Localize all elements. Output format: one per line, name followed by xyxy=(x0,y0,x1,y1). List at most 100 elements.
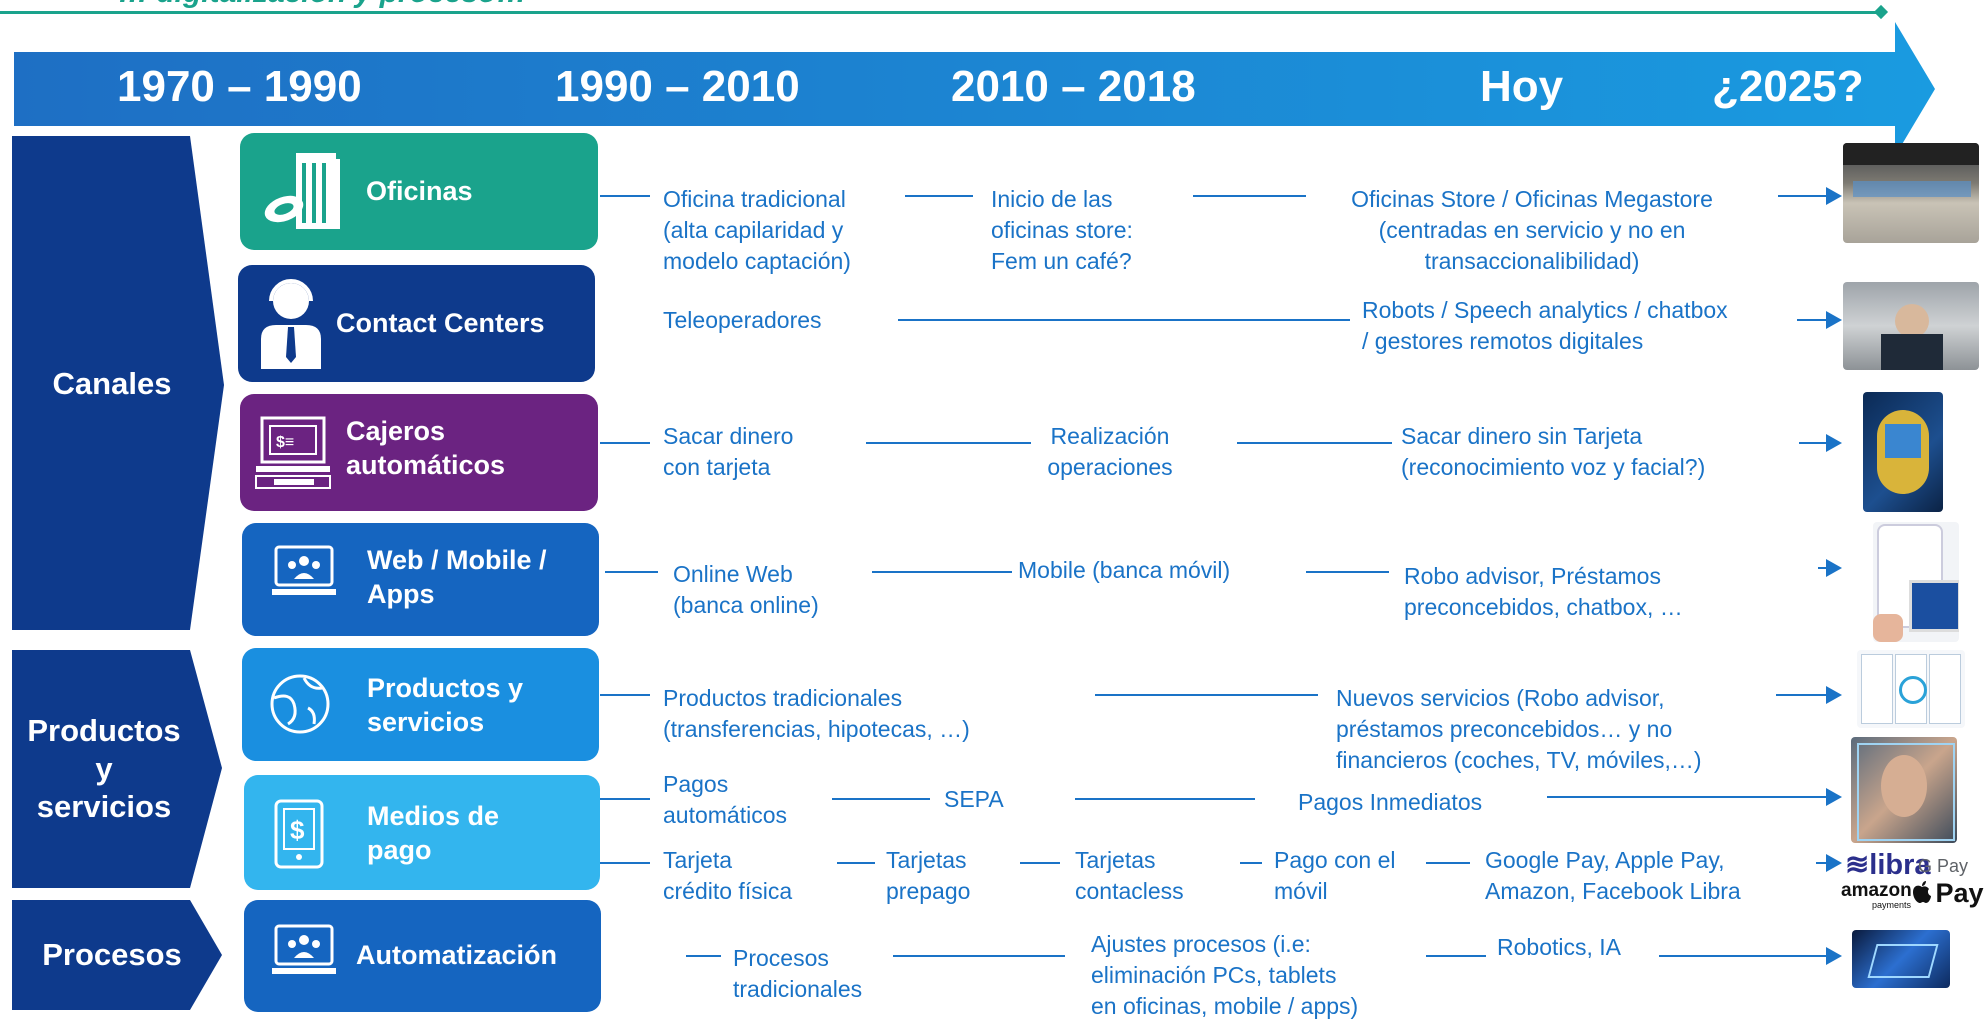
connector xyxy=(832,798,930,800)
amazon-pay-sub: payments xyxy=(1872,900,1912,910)
row-oficinas: Oficinas xyxy=(240,133,598,250)
row-productos-label: Productos y servicios xyxy=(367,673,524,737)
row-web-label: Web / Mobile / Apps xyxy=(367,545,547,609)
productos-col3: Nuevos servicios (Robo advisor, préstamo… xyxy=(1336,685,1702,773)
row-medios-pago: $ Medios de pago xyxy=(244,775,600,890)
connector xyxy=(600,798,650,800)
laptop-users-icon xyxy=(272,924,336,974)
connector xyxy=(866,442,1031,444)
connector xyxy=(686,955,721,957)
web-col1: Online Web (banca online) xyxy=(673,561,819,618)
connector xyxy=(1799,442,1832,444)
connector xyxy=(1240,862,1262,864)
cajeros-col1: Sacar dinero con tarjeta xyxy=(663,423,794,480)
arrow-head xyxy=(1826,559,1842,577)
contact-col1: Teleoperadores xyxy=(663,307,822,333)
connector xyxy=(1776,694,1832,696)
automat-col2: Ajustes procesos (i.e: eliminación PCs, … xyxy=(1091,931,1359,1019)
medios-a1: Pagos automáticos xyxy=(663,771,788,828)
timeline-arrow xyxy=(14,22,1935,156)
connector xyxy=(1816,862,1832,864)
app-screens-photo xyxy=(1857,650,1965,728)
connector xyxy=(837,862,875,864)
connector xyxy=(872,571,1012,573)
connector xyxy=(1193,195,1306,197)
svg-text:$: $ xyxy=(290,815,305,845)
connector xyxy=(1095,694,1318,696)
connector xyxy=(905,195,973,197)
medios-a2: SEPA xyxy=(944,786,1004,812)
connector xyxy=(1426,955,1486,957)
cajeros-col2: Realización operaciones xyxy=(1047,423,1173,480)
amazon-pay-logo: amazon xyxy=(1841,880,1912,901)
medios-b3: Tarjetas contacless xyxy=(1075,847,1184,904)
apple-pay-logo: Pay xyxy=(1928,878,1984,908)
web-col2: Mobile (banca móvil) xyxy=(1018,557,1231,583)
automat-col1: Procesos tradicionales xyxy=(733,945,863,1002)
connector xyxy=(1426,862,1470,864)
category-chevrons xyxy=(12,136,224,1010)
libra-logo: ≋libra xyxy=(1845,849,1931,881)
medios-a3: Pagos Inmediatos xyxy=(1298,789,1483,815)
arrow-head xyxy=(1826,947,1842,965)
row-automat-label: Automatización xyxy=(356,940,558,970)
row-automatizacion: Automatización xyxy=(244,900,601,1012)
category-procesos: Procesos xyxy=(42,937,182,972)
connector xyxy=(1797,319,1830,321)
connector xyxy=(1659,955,1832,957)
connector xyxy=(600,195,650,197)
building-icon xyxy=(264,153,340,229)
apple-logo-icon xyxy=(1913,881,1931,903)
oficinas-col2: Inicio de las oficinas store: Fem un caf… xyxy=(991,186,1133,274)
row-oficinas-label: Oficinas xyxy=(366,176,473,206)
connector xyxy=(600,862,650,864)
web-col3: Robo advisor, Préstamos preconcebidos, c… xyxy=(1404,563,1683,620)
row-medios-label: Medios de pago xyxy=(367,801,500,865)
connector xyxy=(1547,796,1832,798)
connector xyxy=(600,694,650,696)
connector xyxy=(605,571,658,573)
period-5: ¿2025? xyxy=(1712,62,1864,111)
productos-col1: Productos tradicionales (transferencias,… xyxy=(663,685,970,742)
period-1: 1970 – 1990 xyxy=(117,62,362,111)
connector xyxy=(1237,442,1392,444)
arrow-head xyxy=(1826,311,1842,329)
row-productos: Productos y servicios xyxy=(242,648,599,761)
oficinas-col3: Oficinas Store / Oficinas Megastore (cen… xyxy=(1351,186,1713,274)
arrow-head xyxy=(1826,686,1842,704)
oficinas-photo xyxy=(1843,143,1979,243)
header-subtitle: … digitalización y proceso… xyxy=(118,0,526,8)
arrow-head xyxy=(1826,854,1842,872)
mobile-payment-icon: $ xyxy=(274,799,324,869)
medios-b2: Tarjetas prepago xyxy=(886,847,971,904)
period-2: 1990 – 2010 xyxy=(555,62,800,111)
row-contact-centers: Contact Centers xyxy=(238,265,595,382)
connector xyxy=(1075,798,1255,800)
connector xyxy=(1778,195,1832,197)
contact-photo xyxy=(1843,282,1979,370)
headset-agent-icon xyxy=(261,279,321,369)
mobile-app-photo xyxy=(1873,522,1959,642)
row-contact-label: Contact Centers xyxy=(336,308,545,338)
laptop-users-icon xyxy=(272,545,336,595)
row-cajeros-label: Cajeros automáticos xyxy=(346,416,506,480)
globe-icon xyxy=(270,674,330,734)
cajero-photo xyxy=(1863,392,1943,512)
medios-b4: Pago con el móvil xyxy=(1274,847,1396,904)
period-3: 2010 – 2018 xyxy=(951,62,1196,111)
connector xyxy=(1818,567,1832,569)
google-pay-logo: G Pay xyxy=(1918,856,1969,876)
connector xyxy=(600,442,650,444)
category-canales: Canales xyxy=(52,366,172,401)
atm-icon: $≡ xyxy=(255,416,331,489)
header-divider xyxy=(0,11,1880,14)
svg-text:$≡: $≡ xyxy=(276,434,294,451)
automat-col3: Robotics, IA xyxy=(1497,934,1621,960)
connector xyxy=(1306,571,1389,573)
facial-recognition-photo xyxy=(1851,737,1957,843)
arrow-head xyxy=(1826,187,1842,205)
period-4: Hoy xyxy=(1480,62,1564,111)
medios-b1: Tarjeta crédito física xyxy=(663,847,793,904)
oficinas-col1: Oficina tradicional (alta capilaridad y … xyxy=(663,186,851,274)
connector xyxy=(1020,862,1060,864)
